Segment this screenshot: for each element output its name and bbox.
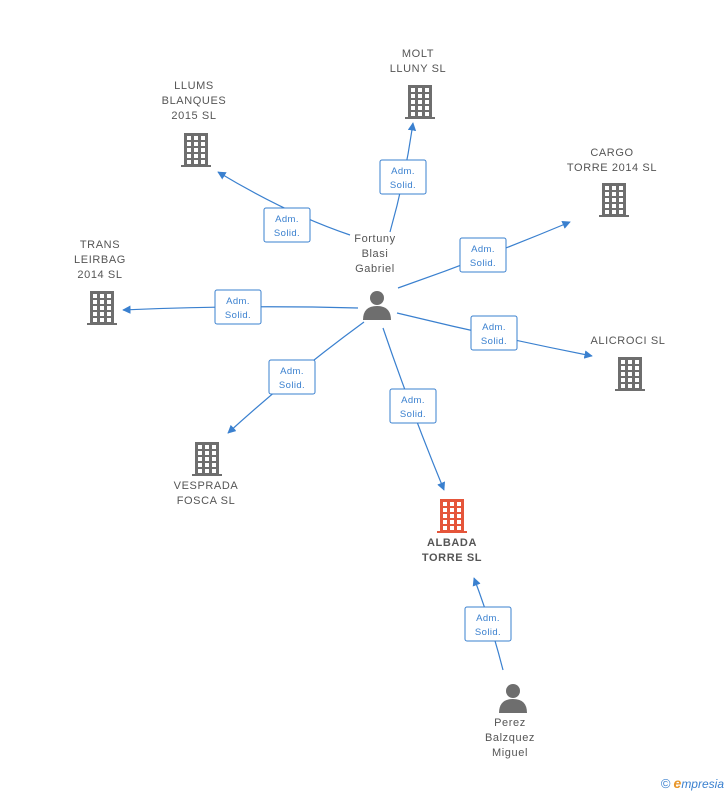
- edge-label-line: Solid.: [400, 409, 426, 420]
- edge-labels-layer: Adm. Solid. Adm. Solid. Adm. Solid. Adm. Solid.…: [214, 159, 518, 642]
- brand-name: mpresia: [681, 777, 724, 791]
- edge-label-box: [464, 606, 512, 642]
- building-icon: [192, 442, 222, 476]
- node-cargo[interactable]: CARGO TORRE 2014 SL: [567, 147, 657, 217]
- building-icon: [437, 499, 467, 533]
- building-icon: [87, 291, 117, 325]
- node-label-line: Blasi: [362, 248, 389, 260]
- edge-label-line: Solid.: [225, 310, 251, 321]
- edge-label-line: Solid.: [390, 180, 416, 191]
- node-label-line: LLUNY SL: [390, 63, 447, 75]
- node-label-line: ALICROCI SL: [590, 335, 665, 347]
- node-albada[interactable]: ALBADA TORRE SL: [422, 499, 482, 564]
- building-icon: [615, 357, 645, 391]
- edge-label-line: Solid.: [475, 627, 501, 638]
- edge-label-box: [389, 388, 437, 424]
- edges-layer: [122, 122, 593, 671]
- node-label-line: LLUMS: [174, 80, 214, 92]
- node-label-line: TORRE 2014 SL: [567, 162, 657, 174]
- edge-label-line: Adm.: [471, 244, 495, 255]
- edge-label-fortuny-alicroci[interactable]: Adm. Solid.: [470, 315, 518, 351]
- node-vesprada[interactable]: VESPRADA FOSCA SL: [174, 442, 239, 507]
- node-label-line: MOLT: [402, 48, 434, 60]
- edge-label-box: [263, 207, 311, 243]
- edge-label-line: Adm.: [280, 366, 304, 377]
- node-label-line: Perez: [494, 717, 526, 729]
- node-label-line: Balzquez: [485, 732, 535, 744]
- edge-label-line: Adm.: [226, 296, 250, 307]
- node-label-line: CARGO: [590, 147, 633, 159]
- edge-label-fortuny-cargo[interactable]: Adm. Solid.: [459, 237, 507, 273]
- node-label-line: ALBADA: [427, 537, 477, 549]
- edge-label-line: Solid.: [274, 228, 300, 239]
- edge-label-box: [268, 359, 316, 395]
- node-alicroci[interactable]: ALICROCI SL: [590, 335, 665, 391]
- brand-watermark[interactable]: ©empresia: [661, 775, 724, 791]
- node-label-line: TRANS: [80, 239, 120, 251]
- node-label-line: FOSCA SL: [177, 495, 236, 507]
- edge-label-line: Adm.: [391, 166, 415, 177]
- node-label-line: TORRE SL: [422, 552, 482, 564]
- edge-label-box: [214, 289, 262, 325]
- node-label-line: Fortuny: [354, 233, 396, 245]
- node-label-line: BLANQUES: [162, 95, 227, 107]
- edge-label-fortuny-llums[interactable]: Adm. Solid.: [263, 207, 311, 243]
- edge-label-box: [459, 237, 507, 273]
- edge-label-perez-albada[interactable]: Adm. Solid.: [464, 606, 512, 642]
- building-icon: [405, 85, 435, 119]
- building-icon: [599, 183, 629, 217]
- node-label-line: VESPRADA: [174, 480, 239, 492]
- node-label-line: 2014 SL: [77, 269, 122, 281]
- edge-label-line: Solid.: [481, 336, 507, 347]
- brand-logo-initial: e: [673, 775, 682, 791]
- node-label-line: LEIRBAG: [74, 254, 126, 266]
- building-icon: [181, 133, 211, 167]
- edge-label-box: [470, 315, 518, 351]
- person-icon: [363, 291, 391, 320]
- node-molt[interactable]: MOLT LLUNY SL: [390, 48, 447, 119]
- edge-label-box: [379, 159, 427, 195]
- edge-label-fortuny-vesprada[interactable]: Adm. Solid.: [268, 359, 316, 395]
- edge-label-line: Solid.: [470, 258, 496, 269]
- edge-label-fortuny-albada[interactable]: Adm. Solid.: [389, 388, 437, 424]
- person-icon: [499, 684, 527, 713]
- node-label-line: Gabriel: [355, 263, 395, 275]
- copyright-symbol: ©: [660, 776, 671, 791]
- edge-label-line: Solid.: [279, 380, 305, 391]
- edge-label-line: Adm.: [275, 214, 299, 225]
- edge-label-line: Adm.: [401, 395, 425, 406]
- edge-label-fortuny-molt[interactable]: Adm. Solid.: [379, 159, 427, 195]
- node-label-line: 2015 SL: [171, 110, 216, 122]
- node-label-line: Miguel: [492, 747, 528, 759]
- node-trans[interactable]: TRANS LEIRBAG 2014 SL: [74, 239, 126, 325]
- edge-label-line: Adm.: [482, 322, 506, 333]
- edge-label-line: Adm.: [476, 613, 500, 624]
- node-llums[interactable]: LLUMS BLANQUES 2015 SL: [162, 80, 227, 167]
- edge-label-fortuny-trans[interactable]: Adm. Solid.: [214, 289, 262, 325]
